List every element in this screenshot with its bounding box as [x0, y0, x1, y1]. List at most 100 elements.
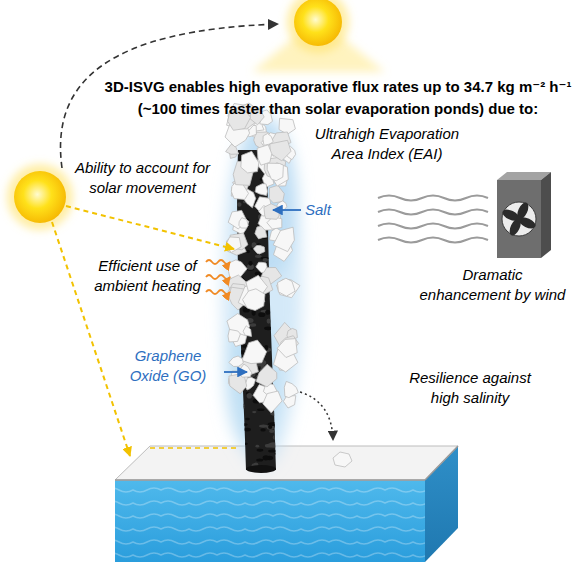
column-grain [259, 424, 268, 427]
salt-crystal [255, 226, 267, 239]
column-grain [247, 393, 252, 399]
water-ripple [115, 488, 425, 492]
wind-line [378, 196, 488, 201]
column-grain [268, 449, 277, 452]
label-block: Salt [305, 200, 345, 220]
salt-crystal [243, 289, 266, 311]
salt-crystal [239, 218, 248, 228]
column-grain [256, 458, 263, 461]
sun-path-arrow [61, 24, 278, 168]
salt-crystal [256, 262, 267, 272]
salt-crystals [225, 103, 300, 413]
column-grain [246, 250, 249, 253]
label-block: Graphene Oxide (GO) [118, 346, 218, 385]
water-ripple [115, 514, 425, 518]
column-grain [234, 443, 238, 447]
column-grain [235, 410, 241, 414]
salt-crystal [257, 145, 272, 165]
basin [105, 446, 458, 562]
column-grain [269, 294, 276, 299]
column-grain [265, 310, 270, 315]
fan-hub [516, 216, 522, 222]
salt-crystal [255, 184, 267, 196]
column-grain [236, 403, 244, 408]
salt-crystal [264, 204, 279, 220]
salt-crystal [333, 452, 352, 467]
fan [497, 172, 551, 258]
fan-side [541, 172, 551, 258]
salt-crystal [284, 381, 298, 397]
basin-rim [425, 446, 458, 480]
column-grain [257, 409, 265, 412]
column-grain [258, 312, 265, 317]
column-grain [264, 326, 273, 330]
column-grain [241, 443, 248, 446]
column-grain [237, 417, 242, 421]
basin-rim [115, 479, 425, 481]
column-grain [252, 411, 256, 413]
salt-crystal [277, 339, 297, 358]
column-grain [276, 302, 279, 306]
wind-line [378, 224, 488, 229]
feature-label: Efficient use of ambient heating [90, 256, 205, 295]
column-grain [265, 444, 273, 448]
column-grain [255, 445, 259, 448]
salt-fall-arrow [300, 392, 333, 440]
label-block: Efficient use of ambient heating [90, 256, 205, 295]
column-grain [270, 422, 277, 426]
column-grain [250, 323, 257, 327]
column-grain [263, 455, 270, 460]
salt-crystal [253, 245, 264, 254]
column-grain [240, 423, 247, 426]
label-block: Resilience against high salinity [400, 368, 540, 407]
feature-label: Resilience against high salinity [400, 368, 540, 407]
leader-line [224, 371, 247, 373]
sun [294, 0, 342, 46]
column-grain [257, 449, 264, 452]
column-grain [255, 255, 262, 258]
column-grain [236, 405, 245, 409]
column-base [246, 465, 276, 473]
wind-line [378, 238, 488, 243]
fan-front [497, 180, 541, 258]
column-grain [273, 435, 279, 440]
salt-crystal [228, 329, 240, 342]
salt-crystal [239, 364, 252, 377]
water-ripple [115, 501, 425, 505]
column-grain [237, 202, 242, 207]
salt-crystal [229, 356, 244, 367]
material-label: Salt [305, 200, 345, 220]
column-grain [245, 418, 250, 420]
heat-wave [206, 290, 230, 294]
sun-ray [66, 206, 234, 249]
salt-crystal [242, 340, 267, 364]
title-text: 3D-ISVG enables high evaporative flux ra… [96, 76, 580, 120]
label-block: Ability to account for solar movement [74, 158, 211, 197]
column-grain [248, 261, 252, 266]
column-grain [238, 435, 244, 437]
wind-line [378, 210, 488, 215]
salt-crystal [270, 140, 291, 161]
leader-line [273, 209, 301, 211]
feature-label: Ability to account for solar movement [74, 158, 211, 197]
heat-wave [206, 275, 230, 279]
sun [14, 171, 66, 223]
fan-ring [502, 202, 536, 236]
water-ripple [115, 540, 425, 544]
label-block: Dramatic enhancement by wind [417, 265, 568, 304]
column-grain [263, 258, 269, 262]
salt-crystal [267, 163, 283, 181]
sun-glow [287, 0, 349, 53]
column-grain [260, 428, 265, 431]
water-ripple [115, 553, 425, 557]
water-ripples [115, 488, 425, 557]
sun-glow [7, 164, 73, 230]
salt-crystal [278, 278, 296, 296]
salt-crystal [243, 326, 251, 337]
salt-crystal [256, 364, 277, 387]
salt-crystal [241, 151, 259, 173]
label-block: Ultrahigh Evaporation Area Index (EAI) [307, 124, 467, 163]
title-block: 3D-ISVG enables high evaporative flux ra… [96, 76, 580, 120]
column-grain [267, 318, 271, 323]
